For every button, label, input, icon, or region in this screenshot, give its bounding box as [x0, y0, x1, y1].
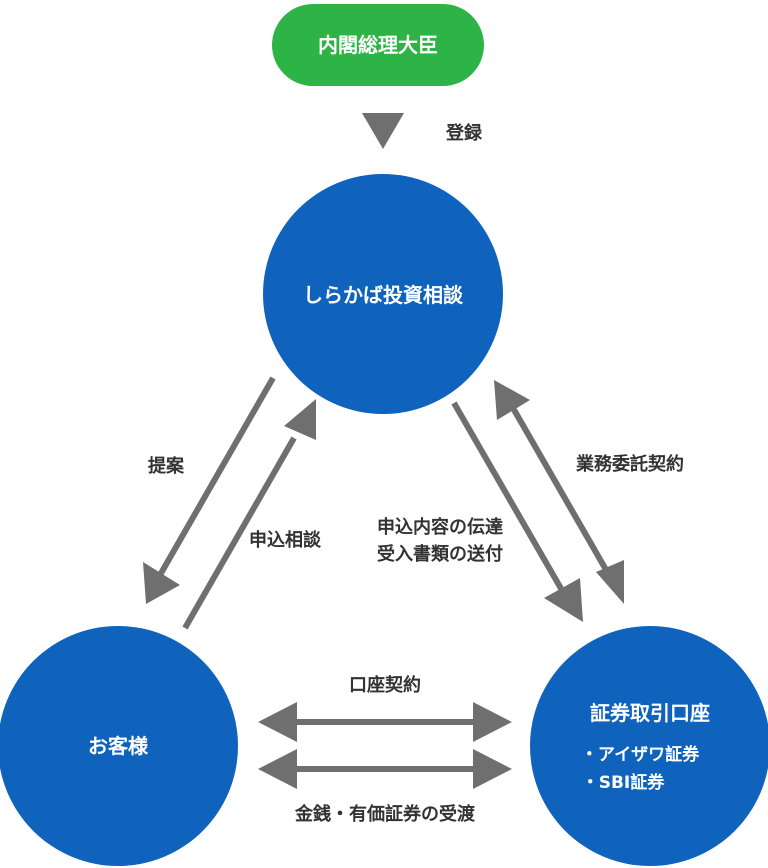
transmit-label-line1: 申込内容の伝達 [377, 516, 503, 538]
customer-circle [0, 626, 238, 866]
securities-label: 証券取引口座 [590, 701, 710, 725]
transmit-label-line2: 受入書類の送付 [377, 543, 503, 565]
registration-label: 登録 [445, 122, 483, 144]
cabinet-node: 内閣総理大臣 [272, 4, 484, 86]
securities-item-aizawa: ・アイザワ証券 [581, 744, 700, 765]
transmit-arrow-head [544, 578, 583, 622]
money-transfer-arrow-right [473, 749, 512, 789]
consult-label: 申込相談 [249, 529, 322, 551]
transmit-arrow-shaft [451, 401, 566, 594]
proposal-label: 提案 [148, 455, 185, 477]
registration-arrow [362, 113, 404, 149]
cabinet-pill [272, 4, 484, 86]
account-contract-arrow-right [473, 702, 512, 742]
account-contract-label: 口座契約 [349, 674, 421, 696]
customer-label: お客様 [88, 734, 149, 758]
securities-node: 証券取引口座 ・アイザワ証券 ・SBI証券 [530, 626, 768, 866]
customer-node: お客様 [0, 626, 238, 866]
consult-arrow-head [284, 399, 316, 440]
cabinet-label: 内閣総理大臣 [318, 33, 438, 57]
proposal-arrow-shaft [157, 376, 276, 577]
advisor-circle [263, 174, 503, 414]
securities-item-sbi: ・SBI証券 [582, 772, 666, 793]
advisor-node: しらかば投資相談 [263, 174, 503, 414]
money-transfer-arrow-left [258, 749, 297, 789]
consult-arrow-shaft [182, 436, 297, 630]
proposal-arrow-head [143, 562, 180, 604]
outsourcing-label: 業務委託契約 [575, 453, 684, 475]
outsourcing-arrow-shaft [510, 406, 612, 577]
account-contract-arrow-left [258, 702, 297, 742]
securities-circle [530, 626, 768, 866]
outsourcing-arrow-head [494, 380, 530, 420]
advisor-label: しらかば投資相談 [303, 283, 464, 307]
money-transfer-label: 金銭・有価証券の受渡 [294, 803, 476, 825]
outsourcing-arrow-tail [596, 560, 624, 604]
